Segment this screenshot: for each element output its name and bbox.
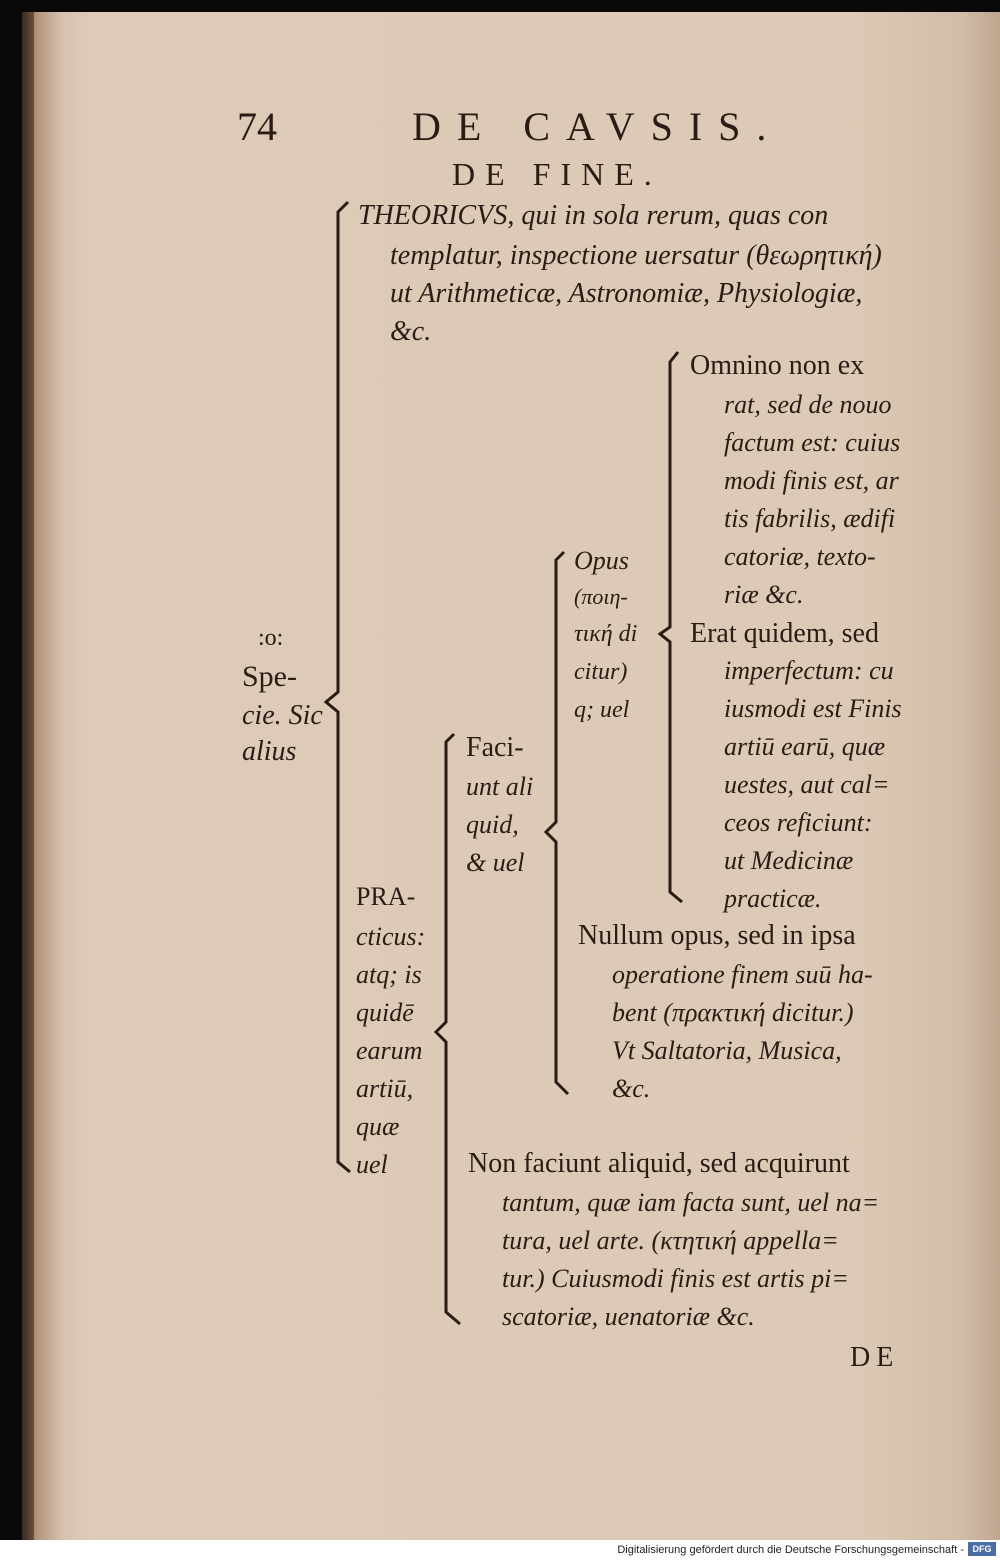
text-line: practicæ.: [724, 884, 822, 913]
page-number: 74: [237, 104, 277, 149]
text-line: ut Medicinæ: [724, 846, 854, 875]
text-line: artiū,: [356, 1074, 414, 1103]
text-line: modi finis est, ar: [724, 466, 899, 495]
text-line: &c.: [612, 1074, 651, 1103]
catchword: DE: [850, 1342, 900, 1373]
left-label-ornament: :o:: [258, 625, 284, 651]
footer-credit: Digitalisierung gefördert durch die Deut…: [617, 1544, 964, 1556]
text-line: Nullum opus, sed in ipsa: [578, 920, 856, 951]
dfg-logo: DFG: [968, 1542, 996, 1556]
text-line: Erat quidem, sed: [690, 618, 879, 649]
text-line: & uel: [466, 848, 525, 877]
text-line: rat, sed de nouo: [724, 390, 892, 419]
text-line: imperfectum: cu: [724, 656, 894, 685]
text-line: &c.: [390, 316, 432, 347]
text-line: cticus:: [356, 922, 426, 951]
text-line: iusmodi est Finis: [724, 694, 902, 723]
text-line: Vt Saltatoria, Musica,: [612, 1036, 842, 1065]
bracket-lines: [323, 200, 683, 1326]
text-line: quidē: [356, 998, 414, 1027]
text-line: Faci-: [466, 732, 524, 763]
book-spine: [22, 12, 34, 1540]
text-line: ceos reficiunt:: [724, 808, 873, 837]
digitization-footer: Digitalisierung gefördert durch die Deut…: [0, 1540, 1000, 1560]
text-line: earum: [356, 1036, 423, 1065]
left-label-line: alius: [242, 736, 297, 767]
text-line: PRA-: [356, 882, 416, 911]
text-line: quid,: [466, 810, 519, 839]
text-line: citur): [574, 659, 628, 685]
text-line: Opus: [574, 546, 629, 575]
text-line: operatione finem suū ha-: [612, 960, 873, 989]
text-line: τική di: [574, 621, 638, 647]
section-title: DE FINE.: [452, 156, 662, 192]
text-line: riæ &c.: [724, 580, 804, 609]
text-line: tura, uel arte. (κτητική appella=: [502, 1226, 839, 1255]
text-line: (ποιη-: [574, 584, 628, 609]
text-line: tur.) Cuiusmodi finis est artis pi=: [502, 1264, 849, 1293]
book-page: 74 DE CAVSIS. DE FINE. :o: Spe- cie. Sic…: [22, 12, 1000, 1540]
text-line: atq; is: [356, 960, 422, 989]
text-line: q; uel: [574, 697, 630, 723]
text-line: uel: [356, 1150, 388, 1179]
text-line: unt ali: [466, 772, 534, 801]
text-line: artiū earū, quæ: [724, 732, 886, 761]
text-line: ut Arithmeticæ, Astronomiæ, Physiologiæ,: [390, 278, 863, 309]
left-label-line: Spe-: [242, 660, 297, 693]
text-line: Non faciunt aliquid, sed acquirunt: [468, 1148, 850, 1179]
text-line: factum est: cuius: [724, 428, 901, 457]
text-line: tantum, quæ iam facta sunt, uel na=: [502, 1188, 880, 1217]
left-label-line: cie. Sic: [242, 700, 323, 731]
text-line: bent (πρακτική dicitur.): [612, 998, 854, 1027]
text-line: quæ: [356, 1112, 400, 1141]
text-line: uestes, aut cal=: [724, 770, 890, 799]
running-title: DE CAVSIS.: [412, 104, 783, 149]
text-line: catoriæ, texto-: [724, 542, 876, 571]
text-line: templatur, inspectione uersatur (θεωρητι…: [390, 240, 882, 271]
text-line: scatoriæ, uenatoriæ &c.: [502, 1302, 755, 1331]
text-line: tis fabrilis, ædifi: [724, 504, 896, 533]
text-line: THEORICVS, qui in sola rerum, quas con: [358, 200, 829, 231]
text-line: Omnino non ex: [690, 350, 865, 381]
